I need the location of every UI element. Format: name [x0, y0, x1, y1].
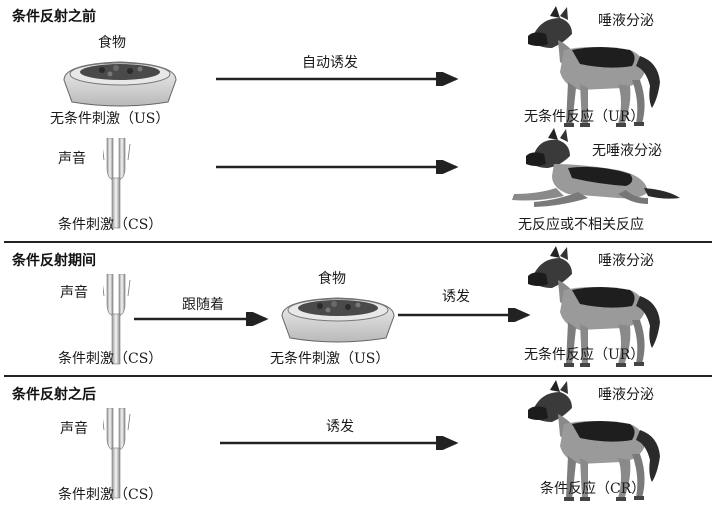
- us-label: 无条件刺激（US）: [50, 111, 170, 127]
- arrow-right-icon: [216, 160, 459, 174]
- arrow-right-icon: [398, 308, 531, 322]
- sound-label: 声音: [60, 421, 88, 437]
- response-top-label: 唾液分泌: [598, 387, 654, 403]
- panel-heading: 条件反射期间: [12, 253, 96, 269]
- panel-heading: 条件反射之后: [12, 387, 96, 403]
- arrow-right-icon: [134, 312, 269, 326]
- sound-label: 声音: [58, 151, 86, 167]
- panel-before: 条件反射之前 食物 无条件刺激（US） 自动诱发 唾液分泌 无条件反应（UR） …: [0, 0, 716, 240]
- follow-label: 跟随着: [182, 297, 224, 313]
- panel-after: 条件反射之后 声音 条件刺激（CS） 诱发 唾液分泌 条件反应（CR）: [0, 378, 716, 508]
- response-top-label: 唾液分泌: [598, 253, 654, 269]
- panel-heading: 条件反射之前: [12, 9, 96, 25]
- food-bowl-icon: [63, 61, 177, 107]
- response-bottom-label: 无反应或不相关反应: [518, 217, 644, 233]
- arrow-label: 诱发: [442, 289, 470, 305]
- panel-during: 条件反射期间 声音 条件刺激（CS） 跟随着 食物 无条件刺激（US） 诱发 唾…: [0, 244, 716, 374]
- response-top-label: 唾液分泌: [598, 13, 654, 29]
- cs-label: 条件刺激（CS）: [58, 487, 163, 503]
- response-bottom-label: 条件反应（CR）: [540, 481, 646, 497]
- section-divider: [4, 375, 712, 377]
- cs-label: 条件刺激（CS）: [58, 351, 163, 367]
- food-label: 食物: [98, 35, 126, 51]
- response-bottom-label: 无条件反应（UR）: [524, 347, 645, 363]
- section-divider: [4, 241, 712, 243]
- arrow-label: 自动诱发: [302, 55, 358, 71]
- response-top-label: 无唾液分泌: [592, 143, 662, 159]
- arrow-label: 诱发: [326, 419, 354, 435]
- us-label: 无条件刺激（US）: [270, 351, 390, 367]
- cs-label: 条件刺激（CS）: [58, 217, 163, 233]
- sound-label: 声音: [60, 285, 88, 301]
- food-label: 食物: [318, 271, 346, 287]
- arrow-right-icon: [220, 436, 459, 450]
- response-bottom-label: 无条件反应（UR）: [524, 109, 645, 125]
- food-bowl-icon: [281, 297, 395, 343]
- arrow-right-icon: [216, 72, 459, 86]
